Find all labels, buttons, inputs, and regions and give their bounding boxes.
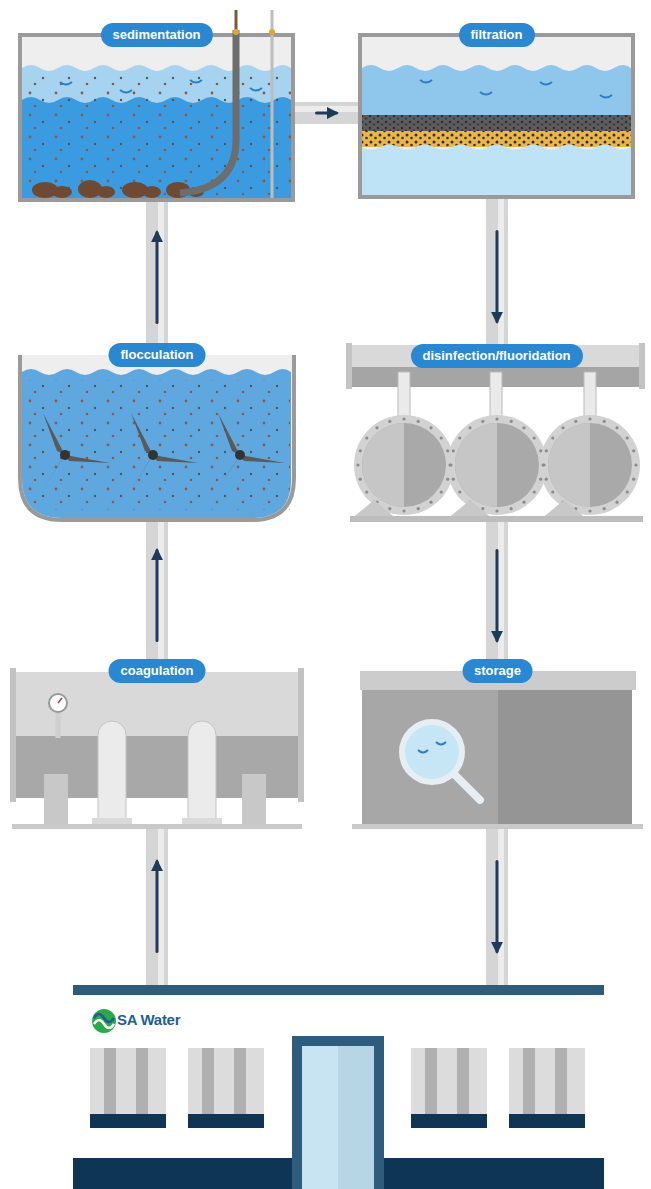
- pipe-connector: [497, 520, 501, 671]
- pipe-connector: [157, 520, 161, 671]
- stage-label: storage: [462, 659, 533, 683]
- stage-label: filtration: [459, 23, 535, 47]
- pipe-connector: [157, 828, 161, 985]
- storage-tank: storage: [352, 671, 643, 828]
- flocculation-tank: flocculation: [20, 355, 294, 520]
- coagulation-unit: coagulation: [12, 671, 302, 828]
- brand-name: SA Water: [117, 1011, 180, 1028]
- stage-label: sedimentation: [100, 23, 212, 47]
- filtration-tank: filtration: [360, 35, 633, 197]
- stage-label: disinfection/fluoridation: [410, 344, 582, 368]
- stage-label: flocculation: [109, 343, 206, 367]
- disinfection-unit: disinfection/fluoridation: [350, 356, 643, 520]
- pipe-connector: [497, 197, 501, 356]
- pipe-connector: [157, 200, 161, 355]
- stage-label: coagulation: [109, 659, 206, 683]
- treatment-plant-building: SA Water: [73, 985, 604, 1189]
- pipe-connector: [293, 109, 360, 113]
- pipe-connector: [497, 828, 501, 985]
- sedimentation-tank: sedimentation: [20, 35, 293, 200]
